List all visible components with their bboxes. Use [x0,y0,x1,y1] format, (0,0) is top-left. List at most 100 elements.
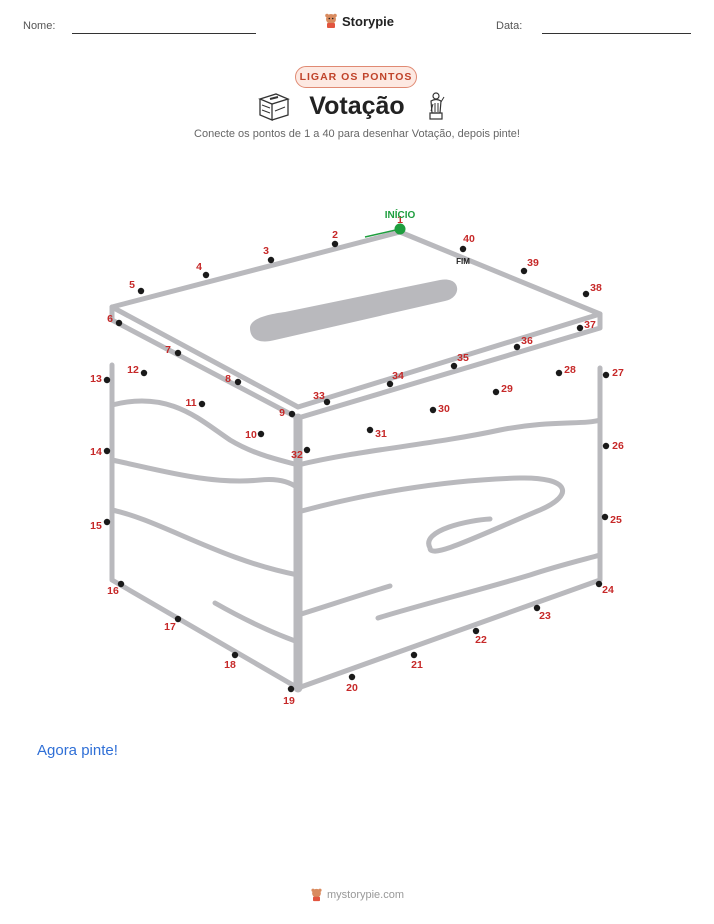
dot-number: 38 [590,282,602,294]
dot-number: 36 [521,335,533,347]
dot-marker[interactable] [555,369,563,377]
dot-number: 15 [90,520,102,532]
dot-marker[interactable] [366,426,374,434]
dot-marker[interactable] [602,371,610,379]
dot-marker[interactable] [576,324,584,332]
dot-marker[interactable] [410,651,418,659]
dot-marker[interactable] [602,442,610,450]
dot-marker[interactable] [331,240,339,248]
ballot-slot [250,279,458,342]
dot-6[interactable]: 6 [107,313,123,327]
dot-marker[interactable] [103,518,111,526]
dot-32[interactable]: 32 [291,446,311,461]
dot-17[interactable]: 17 [164,615,182,633]
dot-19[interactable]: 19 [283,685,295,707]
dot-12[interactable]: 12 [127,364,148,377]
dot-marker[interactable] [198,400,206,408]
storypie-logo-icon [311,888,322,902]
dot-marker[interactable] [234,378,242,386]
dot-14[interactable]: 14 [90,446,111,458]
dot-18[interactable]: 18 [224,651,239,671]
dot-marker[interactable] [386,380,394,388]
dot-3[interactable]: 3 [263,245,275,264]
dot-marker[interactable] [202,271,210,279]
dot-marker[interactable] [257,430,265,438]
dot-4[interactable]: 4 [196,261,210,279]
dot-marker[interactable] [103,376,111,384]
dot-37[interactable]: 37 [576,319,596,332]
brand: Storypie [324,13,394,29]
dot-marker[interactable] [429,406,437,414]
dot-29[interactable]: 29 [492,383,513,396]
dot-7[interactable]: 7 [165,344,182,357]
dot-marker[interactable] [288,410,296,418]
dot-13[interactable]: 13 [90,373,111,385]
dot-marker[interactable] [450,362,458,370]
dot-15[interactable]: 15 [90,518,111,532]
dot-marker[interactable] [459,245,467,253]
dot-10[interactable]: 10 [245,429,265,441]
dot-number: 28 [564,364,576,376]
dot-marker[interactable] [394,223,406,235]
dot-25[interactable]: 25 [601,513,622,526]
dot-38[interactable]: 38 [582,282,602,298]
dot-marker[interactable] [601,513,609,521]
dot-1[interactable]: 1 [394,214,406,235]
dot-16[interactable]: 16 [107,580,125,597]
dot-marker[interactable] [472,627,480,635]
dot-5[interactable]: 5 [129,279,145,295]
footer-url[interactable]: mystorypie.com [326,889,405,901]
dot-30[interactable]: 30 [429,403,450,415]
page-title: Votação [309,92,405,120]
dot-8[interactable]: 8 [225,373,242,386]
name-line[interactable] [72,33,256,34]
dot-number: 21 [411,659,423,671]
dot-2[interactable]: 2 [331,229,339,248]
dot-9[interactable]: 9 [279,407,296,419]
dot-marker[interactable] [174,615,182,623]
dot-marker[interactable] [303,446,311,454]
dot-36[interactable]: 36 [513,335,533,351]
dot-number: 24 [602,584,614,596]
dot-marker[interactable] [520,267,528,275]
dot-marker[interactable] [140,369,148,377]
dot-marker[interactable] [103,447,111,455]
dot-marker[interactable] [174,349,182,357]
dot-33[interactable]: 33 [313,390,331,406]
dot-number: 20 [346,682,358,694]
ballot-box-icon [258,93,290,121]
dot-number: 3 [263,245,269,257]
dot-23[interactable]: 23 [533,604,551,622]
dot-11[interactable]: 11 [185,397,206,409]
dot-marker[interactable] [595,580,603,588]
dot-31[interactable]: 31 [366,426,387,440]
dot-marker[interactable] [513,343,521,351]
dot-20[interactable]: 20 [346,673,358,694]
dot-marker[interactable] [582,290,590,298]
dot-marker[interactable] [115,319,123,327]
dot-marker[interactable] [533,604,541,612]
dot-40[interactable]: 40 [459,233,475,253]
dot-35[interactable]: 35 [450,352,469,370]
dot-28[interactable]: 28 [555,364,576,377]
dot-21[interactable]: 21 [410,651,423,671]
dot-marker[interactable] [348,673,356,681]
dot-number: 9 [279,407,285,419]
dot-marker[interactable] [231,651,239,659]
dot-39[interactable]: 39 [520,257,539,275]
dot-marker[interactable] [287,685,295,693]
dot-22[interactable]: 22 [472,627,487,646]
dot-marker[interactable] [323,398,331,406]
footer: mystorypie.com [0,888,714,902]
dot-marker[interactable] [117,580,125,588]
dot-number: 16 [107,585,119,597]
dot-marker[interactable] [267,256,275,264]
dot-24[interactable]: 24 [595,580,614,596]
dot-34[interactable]: 34 [386,370,404,388]
dot-marker[interactable] [137,287,145,295]
box-outline [109,229,603,693]
dot-26[interactable]: 26 [602,440,624,452]
dot-marker[interactable] [492,388,500,396]
date-line[interactable] [542,33,691,34]
dot-27[interactable]: 27 [602,367,624,379]
